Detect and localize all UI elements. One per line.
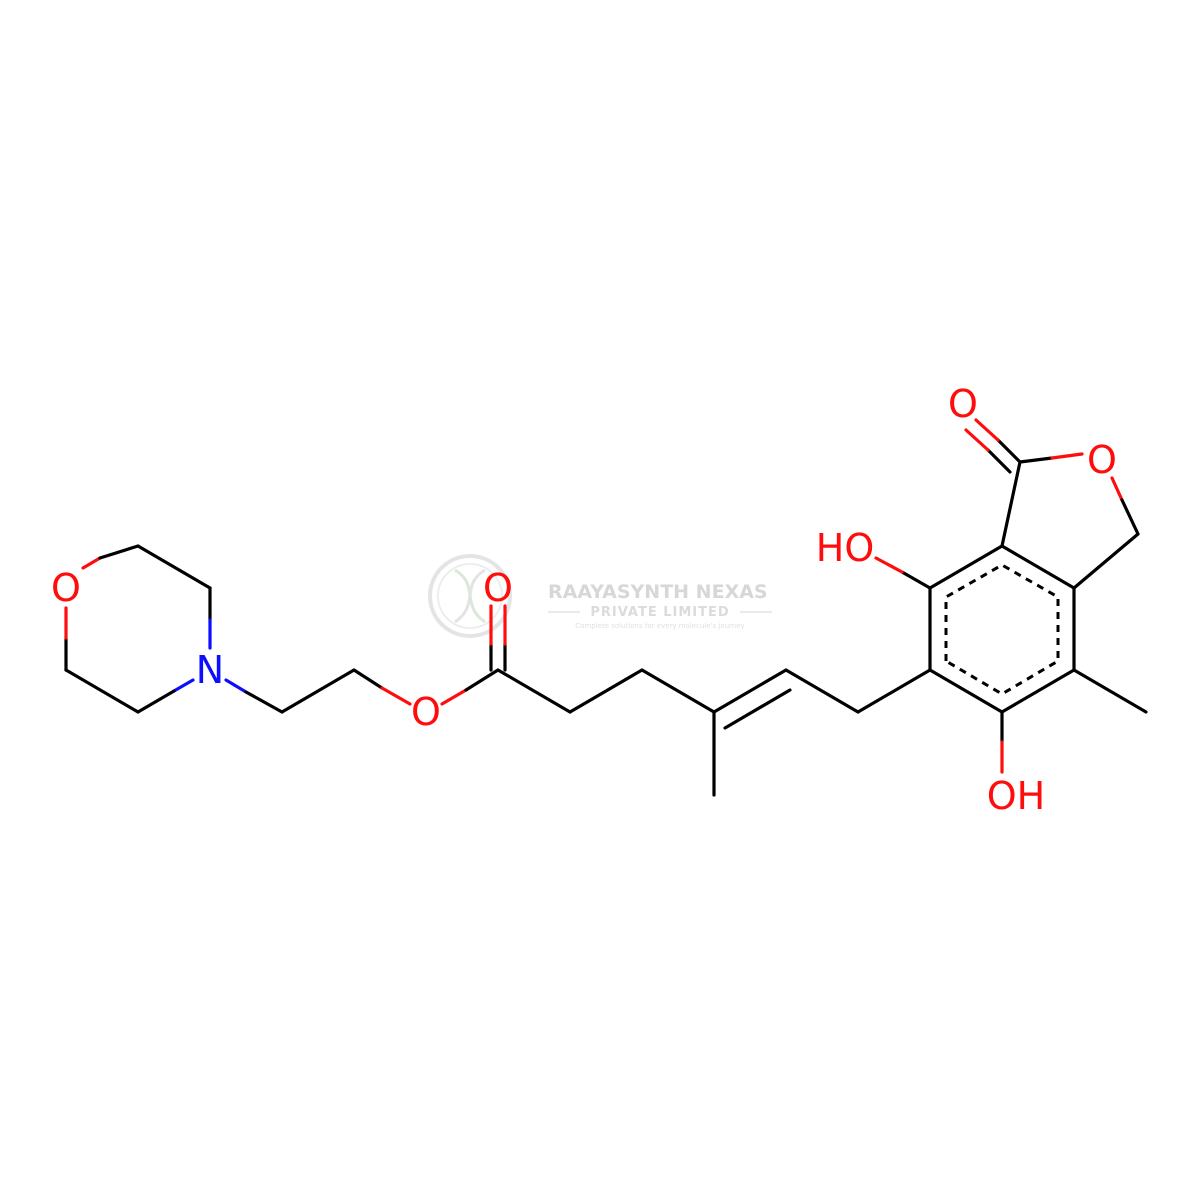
ester-carbonyl [489,604,507,672]
watermark-title: RAAYASYNTH NEXAS [548,581,768,603]
dna-logo-icon [428,554,512,638]
morpholine-ring [64,544,212,714]
lactone-ring [964,418,1140,590]
watermark: RAAYASYNTH NEXAS PRIVATE LIMITED Complet… [428,554,772,638]
hexenoate-chain [496,668,932,797]
benzene-ring [928,544,1076,714]
hydroxyl-top-label: HO [816,526,874,570]
watermark-subtitle: PRIVATE LIMITED [590,605,729,620]
ester-oxygen-label: O [411,690,441,734]
hydroxyl-bottom-label: OH [987,774,1045,818]
watermark-tagline: Complete solutions for every molecule's … [575,622,744,630]
lactone-ring-oxygen-label: O [1087,438,1117,482]
lactone-carbonyl-oxygen-label: O [948,382,978,426]
carbonyl-oxygen-label: O [483,566,513,610]
atom-labels: O N O O HO OH O O [51,382,1117,818]
morpholine-nitrogen-label: N [196,648,224,692]
ethyl-ester-linker [224,668,500,714]
morpholine-oxygen-label: O [51,566,81,610]
ring-substituents [874,556,1148,774]
